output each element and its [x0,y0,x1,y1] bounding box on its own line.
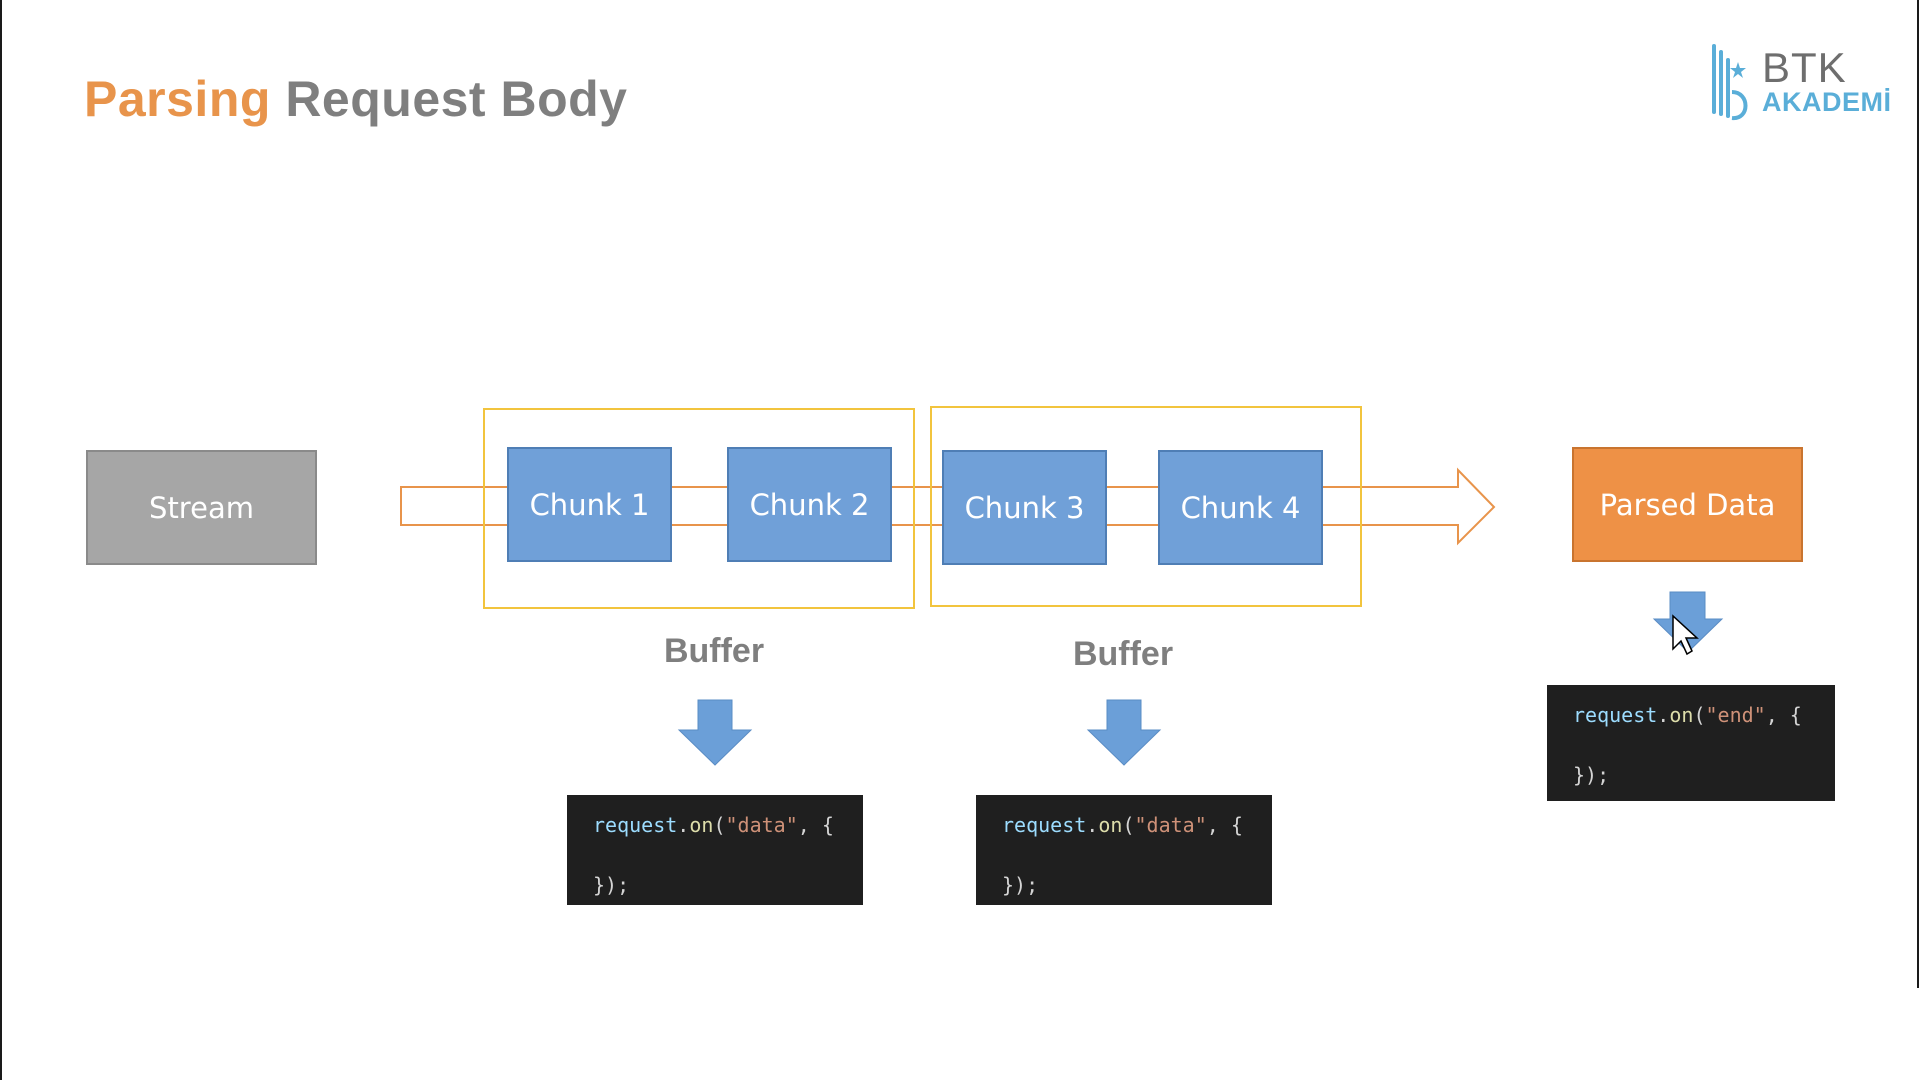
down-arrow-icon [1652,591,1724,653]
code-block-end: request.on("end", { }); [1547,685,1835,801]
code-line: request.on("data", { [1002,813,1243,837]
chunk-box: Chunk 2 [727,447,892,562]
chunk-box: Chunk 4 [1158,450,1323,565]
buffer-label: Buffer [1072,635,1174,673]
left-border [0,0,2,1080]
right-border [1917,0,1919,988]
code-block-data-2: request.on("data", { }); [976,795,1272,905]
chunk-box: Chunk 3 [942,450,1107,565]
title-rest: Request Body [285,71,628,127]
stream-box: Stream [86,450,317,565]
parsed-data-box: Parsed Data [1572,447,1803,562]
down-arrow-icon [1086,699,1162,766]
btk-logo: BTK AKADEMİ [1710,40,1895,122]
down-arrow-icon [677,699,753,766]
code-line: request.on("data", { [593,813,834,837]
chunk-box: Chunk 1 [507,447,672,562]
logo-text-akademi: AKADEMİ [1762,87,1892,117]
buffer-label: Buffer [663,632,765,670]
code-line: }); [1002,873,1039,897]
slide-title: Parsing Request Body [84,70,627,128]
code-block-data-1: request.on("data", { }); [567,795,863,905]
buffer-outline-1 [483,408,915,609]
code-line: }); [593,873,630,897]
mouse-cursor-icon [1672,614,1699,656]
logo-text-btk: BTK [1762,44,1847,91]
buffer-outline-2 [930,406,1362,607]
title-accent: Parsing [84,71,271,127]
code-line: }); [1573,763,1610,787]
code-line: request.on("end", { [1573,703,1802,727]
btk-logo-icon [1712,44,1748,121]
